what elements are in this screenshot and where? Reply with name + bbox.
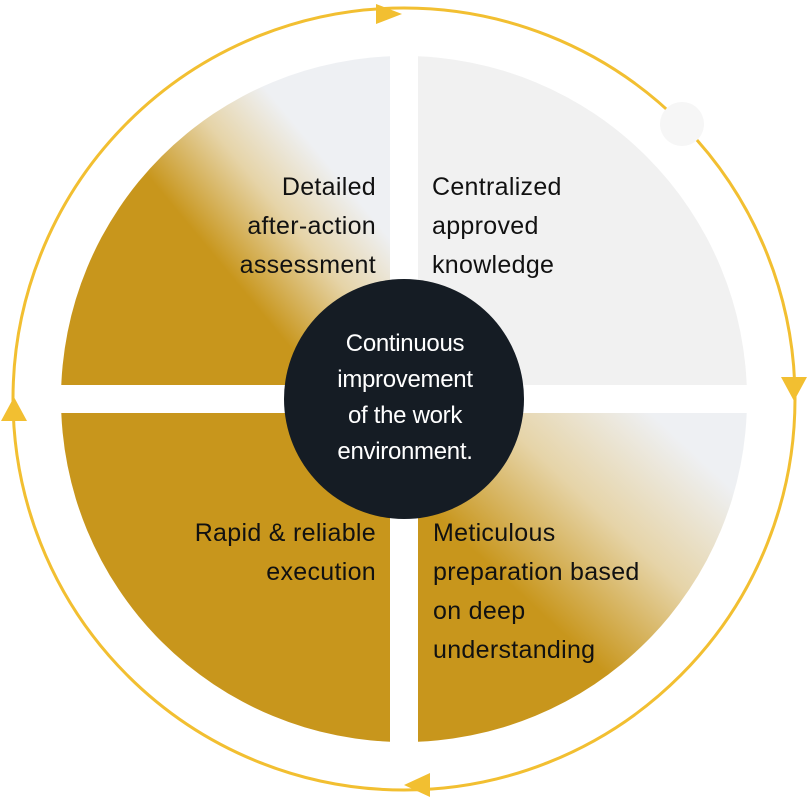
center-line: environment. — [337, 438, 473, 465]
center-label: Continuous improvement of the work envir… — [290, 326, 520, 470]
center-circle — [284, 279, 524, 519]
label-line: approved — [432, 212, 539, 240]
label-meticulous-preparation: Meticulous preparation based on deep und… — [433, 514, 640, 670]
arrow-left-icon — [1, 397, 27, 421]
label-line: Centralized — [432, 173, 562, 201]
label-line: preparation based — [433, 558, 640, 586]
center-line: improvement — [337, 366, 473, 393]
label-line: after-action — [247, 212, 376, 240]
quadrant-top-right — [418, 56, 747, 385]
label-line: on deep — [433, 597, 526, 625]
arrow-right-icon — [781, 377, 807, 401]
arrow-bottom-icon — [404, 773, 430, 797]
label-line: execution — [266, 558, 376, 586]
label-line: Detailed — [281, 173, 376, 201]
label-rapid-execution: Rapid & reliable execution — [195, 514, 376, 592]
label-after-action-assessment: Detailed after-action assessment — [240, 168, 376, 285]
label-line: knowledge — [432, 251, 555, 279]
quadrant-top-left — [61, 56, 390, 385]
label-centralized-knowledge: Centralized approved knowledge — [432, 168, 562, 285]
center-line: Continuous — [345, 330, 465, 357]
quadrant-bottom-left — [61, 413, 390, 742]
label-line: assessment — [239, 251, 376, 279]
label-line: Rapid & reliable — [194, 519, 376, 547]
center-line: of the work — [347, 402, 463, 429]
label-line: understanding — [433, 636, 596, 664]
label-line: Meticulous — [433, 519, 556, 547]
quadrant-bottom-right — [418, 413, 747, 742]
decorative-dot — [660, 102, 704, 146]
arrow-top-icon — [376, 4, 402, 24]
